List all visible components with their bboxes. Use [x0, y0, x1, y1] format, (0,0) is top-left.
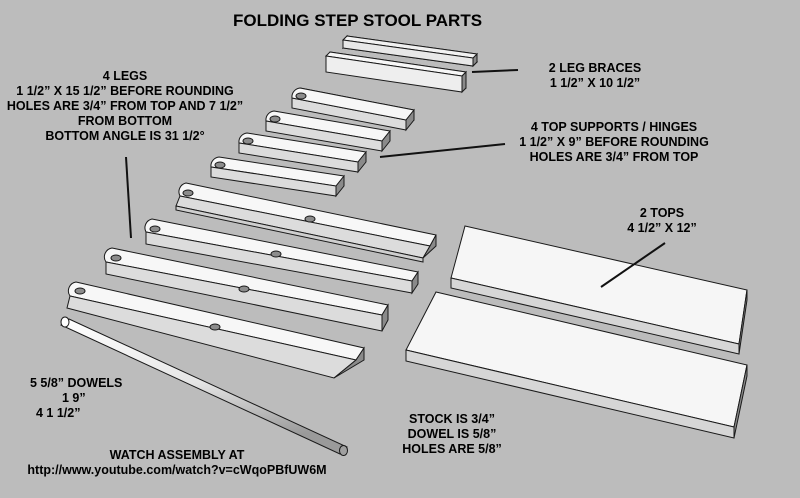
dowel	[60, 316, 348, 456]
leg-braces-label: 2 LEG BRACES 1 1/2” X 10 1/2”	[520, 61, 670, 91]
watch-assembly-heading: WATCH ASSEMBLY AT	[109, 448, 245, 462]
leader-line-leg-braces	[471, 69, 519, 73]
tops-label: 2 TOPS 4 1/2” X 12”	[604, 206, 720, 236]
top-support	[238, 132, 367, 174]
leg-braces-label-line: 1 1/2” X 10 1/2”	[549, 76, 641, 90]
stock-label-line: HOLES ARE 5/8”	[402, 442, 502, 456]
leg-braces-label-line: 2 LEG BRACES	[548, 61, 642, 75]
top-board	[450, 225, 748, 355]
dowels-label-line: 1 9”	[62, 391, 86, 405]
leader-line-legs	[125, 156, 132, 239]
legs-label-line: 4 LEGS	[102, 69, 148, 83]
leg	[144, 218, 419, 295]
legs-label: 4 LEGS 1 1/2” X 15 1/2” BEFORE ROUNDING …	[6, 69, 244, 144]
tops-label-line: 4 1/2” X 12”	[627, 221, 697, 235]
stock-label-line: DOWEL IS 5/8”	[407, 427, 497, 441]
top-supports-label-line: HOLES ARE 3/4” FROM TOP	[529, 150, 699, 164]
stock-label-line: STOCK IS 3/4”	[409, 412, 495, 426]
leader-line-top-supports	[379, 143, 506, 158]
dowels-label-line: 5 5/8” DOWELS	[30, 376, 123, 390]
leg	[175, 182, 437, 263]
top-support	[265, 110, 391, 153]
legs-label-line: HOLES ARE 3/4” FROM TOP AND 7 1/2”	[6, 99, 244, 113]
leader-line-tops	[600, 242, 666, 288]
top-support	[291, 87, 415, 132]
watch-assembly-url: http://www.youtube.com/watch?v=cWqoPBfUW…	[27, 463, 327, 477]
top-board	[405, 291, 748, 439]
top-supports-label-line: 4 TOP SUPPORTS / HINGES	[530, 120, 698, 134]
legs-label-line: 1 1/2” X 15 1/2” BEFORE ROUNDING	[16, 84, 234, 98]
legs-label-line: BOTTOM ANGLE IS 31 1/2°	[45, 129, 205, 143]
stock-label: STOCK IS 3/4” DOWEL IS 5/8” HOLES ARE 5/…	[386, 412, 518, 457]
tops-label-line: 2 TOPS	[639, 206, 685, 220]
leg-brace	[324, 51, 468, 94]
dowels-label: 5 5/8” DOWELS 1 9” 4 1 1/2”	[24, 376, 154, 421]
leg	[103, 247, 389, 332]
watch-assembly-label: WATCH ASSEMBLY AT http://www.youtube.com…	[12, 448, 342, 478]
dowels-label-line: 4 1 1/2”	[36, 406, 81, 420]
leg	[66, 281, 365, 379]
leg-brace	[341, 34, 479, 68]
legs-label-line: FROM BOTTOM	[77, 114, 173, 128]
top-support	[210, 156, 345, 198]
diagram-title: FOLDING STEP STOOL PARTS	[233, 11, 483, 30]
top-supports-label: 4 TOP SUPPORTS / HINGES 1 1/2” X 9” BEFO…	[506, 120, 722, 165]
top-supports-label-line: 1 1/2” X 9” BEFORE ROUNDING	[519, 135, 709, 149]
